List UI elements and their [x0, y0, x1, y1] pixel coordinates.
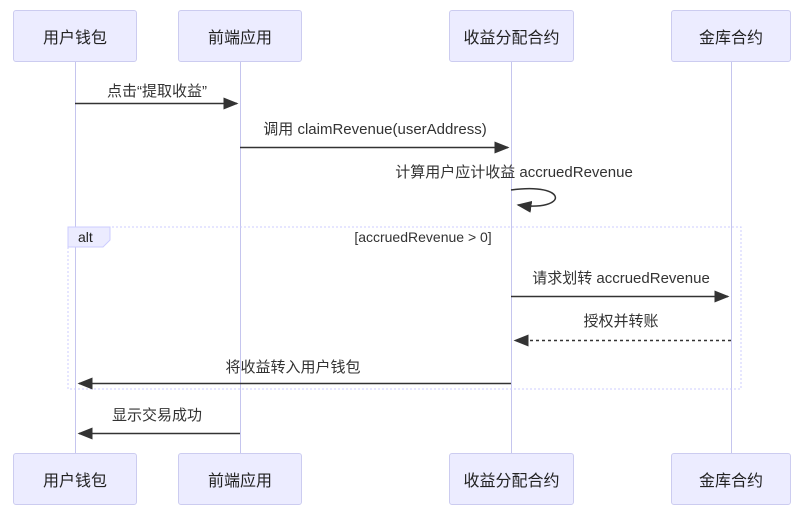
participant-vault-contract-bottom: 金库合约 — [671, 453, 791, 505]
arrow-self-calc-accrued — [510, 187, 557, 213]
alt-frame-label-shape — [67, 226, 111, 248]
alt-frame — [67, 226, 742, 390]
message-label-transfer-to-wallet: 将收益转入用户钱包 — [225, 359, 361, 376]
participant-label: 前端应用 — [207, 473, 272, 490]
participant-user-wallet-top: 用户钱包 — [13, 10, 137, 62]
message-label-self-calc-accrued: 计算用户应计收益 accruedRevenue — [395, 164, 633, 181]
participant-user-wallet-bottom: 用户钱包 — [13, 453, 137, 505]
participant-label: 金库合约 — [698, 30, 763, 47]
participant-revenue-contract-bottom: 收益分配合约 — [449, 453, 574, 505]
message-label-click-withdraw: 点击“提取收益” — [107, 83, 207, 100]
participant-frontend-app-bottom: 前端应用 — [178, 453, 302, 505]
participant-label: 收益分配合约 — [463, 473, 560, 490]
message-label-authorize-transfer: 授权并转账 — [583, 313, 659, 330]
alt-frame-condition: [accruedRevenue > 0] — [354, 229, 492, 245]
participant-label: 金库合约 — [698, 473, 763, 490]
alt-frame-label: alt — [78, 229, 93, 245]
message-label-request-transfer: 请求划转 accruedRevenue — [532, 270, 710, 287]
message-label-show-success: 显示交易成功 — [111, 407, 203, 424]
participant-frontend-app-top: 前端应用 — [178, 10, 302, 62]
participant-label: 前端应用 — [207, 30, 272, 47]
participant-label: 用户钱包 — [42, 473, 107, 490]
participant-label: 收益分配合约 — [463, 30, 560, 47]
participant-label: 用户钱包 — [42, 30, 107, 47]
participant-revenue-contract-top: 收益分配合约 — [449, 10, 574, 62]
participant-vault-contract-top: 金库合约 — [671, 10, 791, 62]
message-label-call-claimrevenue: 调用 claimRevenue(userAddress) — [263, 121, 487, 138]
